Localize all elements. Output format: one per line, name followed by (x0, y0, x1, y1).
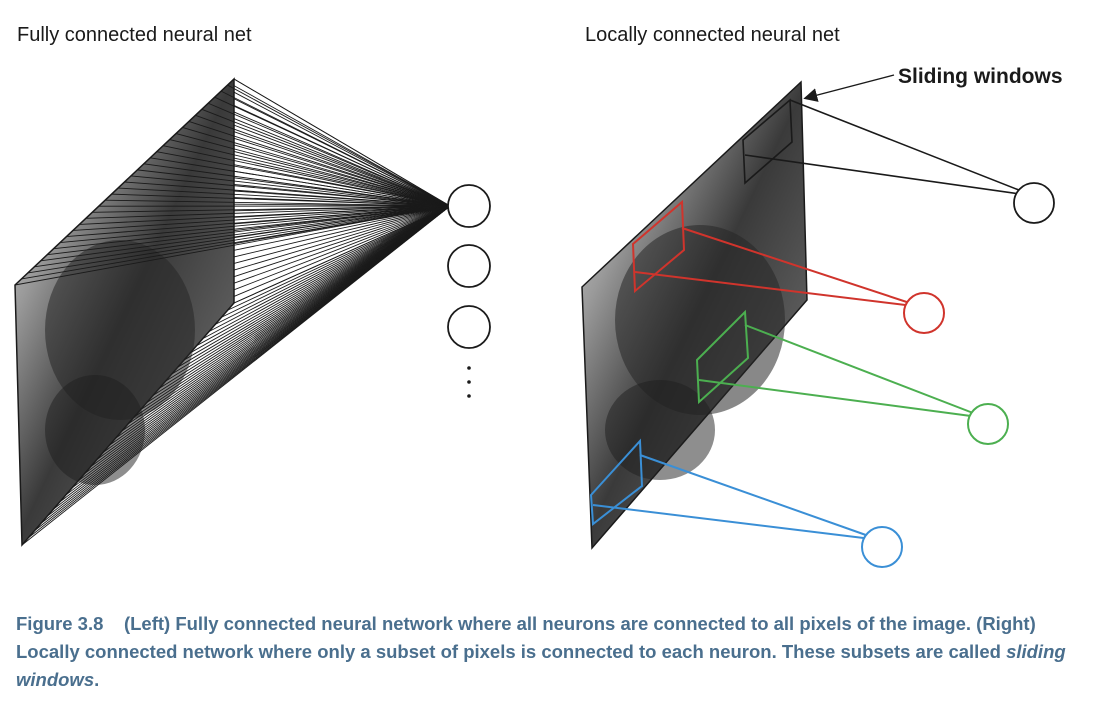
neuron-red (903, 292, 945, 334)
sliding-window-green (695, 309, 987, 419)
fc-neuron-2 (447, 244, 491, 288)
sliding-window-blue (589, 438, 881, 541)
fully-connected-lines (14, 78, 451, 546)
caption-end: . (94, 669, 100, 690)
sliding-window-red (631, 199, 923, 308)
neuron-black (1013, 182, 1055, 224)
sliding-window-black (742, 98, 1035, 197)
right-image-plane (581, 80, 808, 550)
ellipsis-dots (467, 366, 471, 398)
caption-text: (Left) Fully connected neural network wh… (16, 613, 1036, 662)
figure-caption: Figure 3.8 (Left) Fully connected neural… (16, 610, 1076, 694)
network-diagram: Sliding windows (14, 65, 1063, 568)
fc-neuron-1 (447, 184, 491, 228)
left-image-plane (14, 77, 235, 547)
fc-neuron-3 (447, 305, 491, 349)
sliding-windows-callout: Sliding windows (803, 65, 1063, 102)
neuron-blue (861, 526, 903, 568)
neuron-green (967, 403, 1009, 445)
left-panel-title: Fully connected neural net (17, 24, 252, 46)
right-panel-title: Locally connected neural net (585, 24, 840, 46)
sliding-windows-label: Sliding windows (898, 65, 1063, 88)
caption-emphasis: sliding windows (16, 641, 1066, 690)
figure-label: Figure 3.8 (16, 613, 104, 634)
